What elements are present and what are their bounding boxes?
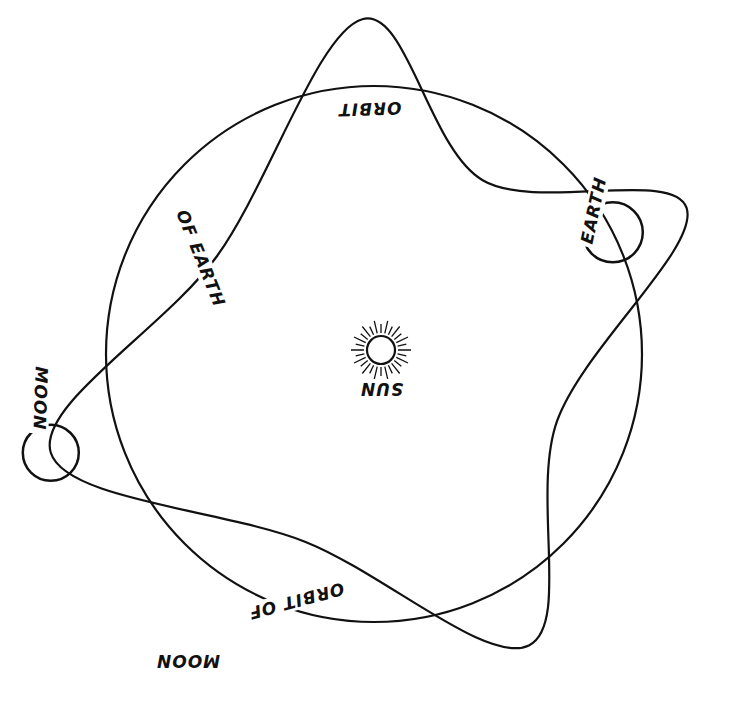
earth-label: EARTH [577,172,611,248]
moon-label: MOON [29,363,50,434]
orbit-of-moon-label: ORBIT OF [243,577,349,622]
moon-orbit [50,18,688,648]
orbit-of-earth-label: ORBIT [335,97,405,118]
orbit-of-moon-label: MOON [153,651,223,670]
sun-disc [367,336,395,364]
earth-orbit [106,86,642,622]
sun-label: SUN [357,379,406,398]
sun-symbol [351,321,411,379]
sun-rays [351,321,411,379]
orbit-of-earth-label: OF EARTH [171,204,229,312]
